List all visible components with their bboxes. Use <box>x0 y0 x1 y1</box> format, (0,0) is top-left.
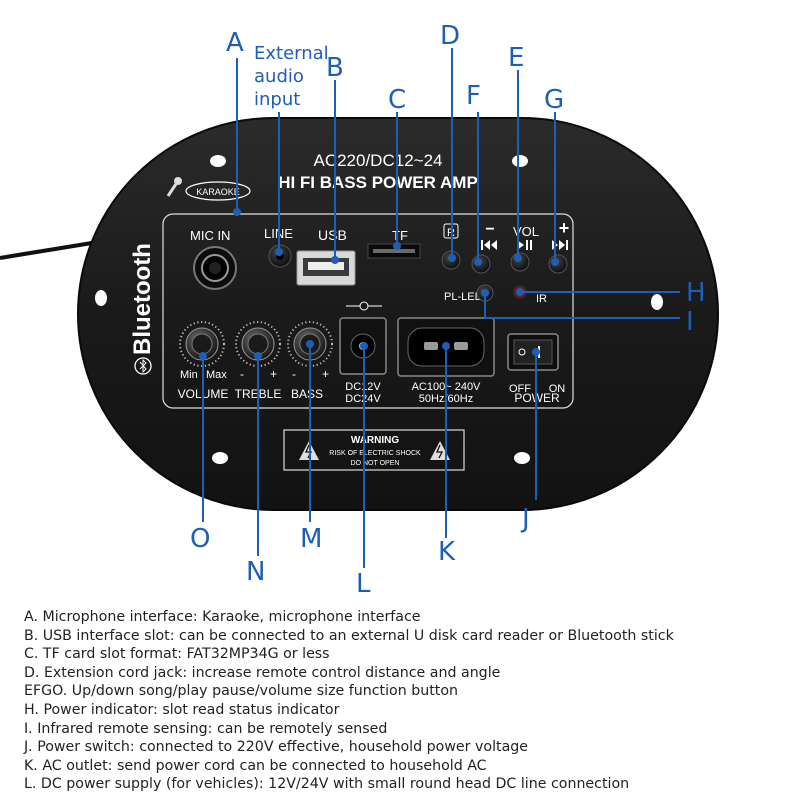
knob-max-label: Max <box>206 369 227 381</box>
callout-i: I <box>686 307 694 337</box>
pl-led-label: PL-LED <box>444 291 483 303</box>
bluetooth-icon <box>134 357 152 375</box>
callout-l: L <box>356 569 371 599</box>
callout-lines <box>202 48 680 568</box>
callout-a: A <box>226 28 244 58</box>
warning-line-1: RISK OF ELECTRIC SHOCK <box>329 450 421 457</box>
panel-model-title: HI FI BASS POWER AMP <box>278 173 478 192</box>
callout-f: F <box>466 81 481 111</box>
callout-o: O <box>190 524 210 554</box>
usb-label: USB <box>318 227 347 243</box>
knob-min-label: Min <box>180 369 198 381</box>
treble-plus-label: + <box>270 367 277 381</box>
warning-line-2: DO NOT OPEN <box>351 460 400 467</box>
callout-c: C <box>388 85 406 115</box>
callout-b: B <box>326 53 344 83</box>
faceplate-border <box>162 213 574 409</box>
vol-label: VOL <box>513 224 539 239</box>
minus-label: − <box>485 221 494 238</box>
tf-label: TF <box>392 228 408 243</box>
callout-dots <box>199 208 559 360</box>
external-audio-label-2: audio <box>254 66 304 87</box>
external-audio-label-1: External <box>254 43 329 64</box>
microphone-icon <box>166 177 182 197</box>
mic-label: MIC IN <box>190 228 230 243</box>
bass-plus-label: + <box>322 367 329 381</box>
mounting-holes <box>95 155 663 464</box>
callout-j: J <box>520 504 530 534</box>
bluetooth-glyph <box>139 358 147 374</box>
callout-d: D <box>440 21 460 51</box>
warning-title: WARNING <box>351 435 400 446</box>
description-item: K. AC outlet: send power cord can be con… <box>24 757 487 774</box>
plus-label: + <box>559 218 570 238</box>
callout-k: K <box>438 537 456 567</box>
amplifier-diagram: AC220/DC12~24 HI FI BASS POWER AMP KARAO… <box>0 21 719 599</box>
description-list: A. Microphone interface: Karaoke, microp… <box>24 608 794 794</box>
external-audio-label-3: input <box>254 89 300 110</box>
power-off-label: OFF <box>509 383 531 395</box>
power-on-label: ON <box>549 383 566 395</box>
treble-minus-label: - <box>240 367 244 381</box>
callout-e: E <box>508 43 524 73</box>
description-item: J. Power switch: connected to 220V effec… <box>24 739 529 756</box>
description-item: D. Extension cord jack: increase remote … <box>24 664 501 681</box>
description-item: L. DC power supply (for vehicles): 12V/2… <box>24 776 630 793</box>
previous-track-icon <box>481 240 497 250</box>
description-item: I. Infrared remote sensing: can be remot… <box>24 720 388 737</box>
panel-voltage-title: AC220/DC12~24 <box>313 151 442 170</box>
callout-h: H <box>686 278 706 308</box>
ir-label: IR <box>536 293 547 305</box>
usb-port[interactable] <box>296 250 356 286</box>
description-item: A. Microphone interface: Karaoke, microp… <box>24 609 421 625</box>
mic-jack[interactable] <box>193 246 237 290</box>
karaoke-badge-text: KARAOKE <box>196 187 240 197</box>
callout-n: N <box>246 557 265 587</box>
bass-minus-label: - <box>292 367 296 381</box>
dc-polarity-icon <box>346 301 382 311</box>
power-switch-off-mark <box>518 348 526 356</box>
callout-m: M <box>300 524 322 554</box>
description-item: H. Power indicator: slot read status ind… <box>24 701 340 718</box>
power-label: POWER <box>514 391 560 405</box>
karaoke-badge <box>185 181 251 201</box>
bluetooth-brand: Bluetooth <box>129 243 156 355</box>
description-item: C. TF card slot format: FAT32MP34G or le… <box>24 646 330 663</box>
bass-knob-label: BASS <box>291 387 323 401</box>
callout-g: G <box>544 85 564 115</box>
description-item: EFGO. Up/down song/play pause/volume siz… <box>24 683 459 700</box>
description-item: B. USB interface slot: can be connected … <box>24 627 674 644</box>
